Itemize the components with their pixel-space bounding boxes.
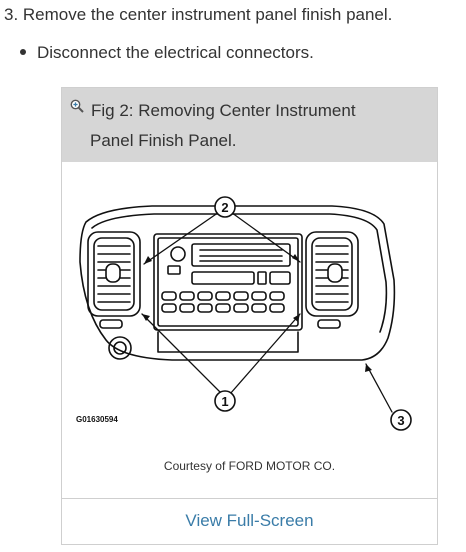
callout-2-label: 2 xyxy=(221,200,228,215)
figure-title-line2: Panel Finish Panel. xyxy=(90,131,237,150)
figure-card: Fig 2: Removing Center Instrument Panel … xyxy=(61,87,438,545)
callout-3 xyxy=(390,409,412,431)
figure-code: G01630594 xyxy=(76,415,118,424)
bullet-text: Disconnect the electrical connectors. xyxy=(37,43,314,62)
courtesy-text: Courtesy of FORD MOTOR CO. xyxy=(163,459,336,473)
bullet-item: Disconnect the electrical connectors. xyxy=(20,43,314,63)
callout-1 xyxy=(214,390,236,412)
zoom-in-icon[interactable] xyxy=(70,99,84,113)
figure-image: 2 1 3 G01630594 Courtesy of FORD MOTOR C… xyxy=(62,162,437,498)
step-text: 3. Remove the center instrument panel fi… xyxy=(4,5,393,24)
view-fullscreen-link[interactable]: View Full-Screen xyxy=(185,511,314,530)
figure-header: Fig 2: Removing Center Instrument Panel … xyxy=(62,88,437,162)
figure-title: Fig 2: Removing Center Instrument Panel … xyxy=(72,96,427,156)
figure-divider xyxy=(62,498,437,499)
callout-3-label: 3 xyxy=(397,413,404,428)
callout-2 xyxy=(214,196,236,218)
figure-title-line1: Fig 2: Removing Center Instrument xyxy=(91,101,356,120)
callout-1-label: 1 xyxy=(221,394,228,409)
bullet-dot xyxy=(20,48,26,55)
instrument-panel-drawing: 2 1 3 xyxy=(79,196,412,431)
